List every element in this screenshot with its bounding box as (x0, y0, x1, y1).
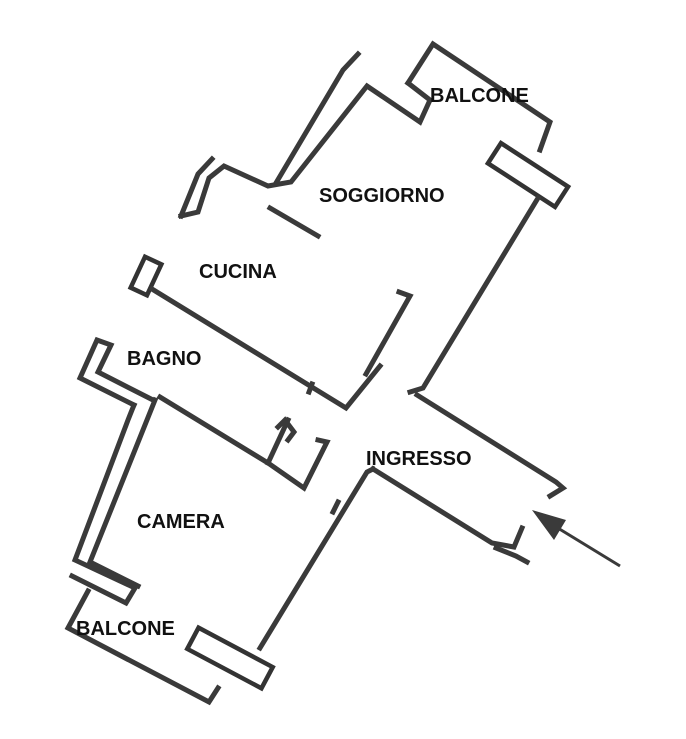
bedroom-right-wall (256, 465, 377, 652)
label-camera: CAMERA (137, 511, 225, 533)
bathroom-inner-stub (264, 416, 292, 467)
label-balcone-top: BALCONE (430, 85, 529, 107)
label-soggiorno: SOGGIORNO (319, 185, 445, 207)
bedroom-upper-wall (86, 396, 159, 590)
balcony-top-wall (404, 40, 554, 154)
label-bagno: BAGNO (127, 348, 202, 370)
entrance-arrow-head (532, 510, 566, 540)
living-room-outer-wall (177, 79, 434, 220)
bedroom-door-nub (329, 498, 342, 516)
balcony-top-slab (484, 140, 572, 210)
label-ingresso: INGRESSO (366, 448, 472, 470)
living-room-left-stub (177, 155, 216, 220)
kitchen-window-stub (127, 253, 165, 299)
balcony-bottom-wall (64, 587, 222, 706)
label-balcone-bottom: BALCONE (76, 618, 175, 640)
kitchen-nub (305, 380, 316, 396)
bathroom-outer-wall (76, 336, 157, 409)
kitchen-bottom-wall (148, 285, 384, 412)
living-kitchen-wall (266, 204, 322, 240)
living-room-inner-wall (272, 50, 362, 187)
bathroom-door-jamb (274, 416, 298, 444)
entrance-lower-wall (369, 465, 526, 550)
entrance-upper-wall (413, 391, 568, 500)
bedroom-left-wall (68, 401, 139, 607)
entrance-door-jamb (492, 544, 531, 566)
balcony-bottom-slab (184, 624, 276, 692)
kitchen-right-wall (362, 288, 414, 378)
living-room-right-wall (406, 194, 542, 396)
label-cucina: CUCINA (199, 261, 277, 283)
bathroom-lower-wall (156, 393, 331, 492)
